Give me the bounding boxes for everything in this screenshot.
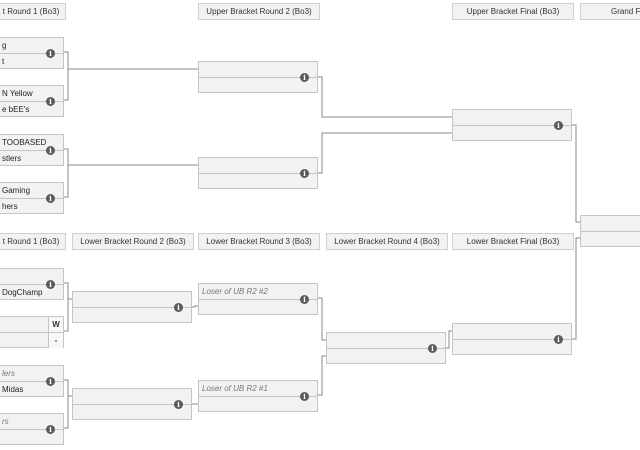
team-slot[interactable]: DogChamp [2,288,43,297]
info-icon[interactable]: i [300,392,309,401]
team-slot[interactable] [199,397,317,412]
match-ub-r1-1[interactable]: g t i [0,37,64,69]
header-lb-final: Lower Bracket Final (Bo3) [452,233,574,250]
team-slot[interactable] [453,340,571,355]
info-icon[interactable]: i [300,73,309,82]
team-slot[interactable] [453,126,571,141]
team-slot[interactable]: rs [0,414,63,430]
info-icon[interactable]: i [300,295,309,304]
match-lb-r1-4[interactable]: rs i [0,413,64,445]
team-slot[interactable] [0,317,48,333]
info-icon[interactable]: i [46,49,55,58]
team-slot[interactable] [199,158,317,174]
team-slot[interactable] [199,174,317,189]
info-icon[interactable]: i [174,400,183,409]
team-slot[interactable]: lers [0,366,63,382]
info-icon[interactable]: i [46,280,55,289]
info-icon[interactable]: i [46,97,55,106]
header-ub-round-1: t Round 1 (Bo3) [0,3,66,20]
match-lb-r4[interactable]: i [326,332,446,364]
match-ub-r2-1[interactable]: i [198,61,318,93]
match-ub-r1-4[interactable]: Gaming hers i [0,182,64,214]
team-slot[interactable] [453,110,571,126]
header-lb-round-3: Lower Bracket Round 3 (Bo3) [198,233,320,250]
match-lb-r2-1[interactable]: i [72,291,192,323]
header-lb-round-1: t Round 1 (Bo3) [0,233,66,250]
match-ub-r1-3[interactable]: TOOBASED stlers i [0,134,64,166]
team-slot[interactable] [73,292,191,308]
match-lb-r3-1[interactable]: Loser of UB R2 #2 i [198,283,318,315]
info-icon[interactable]: i [46,194,55,203]
team-slot[interactable] [0,269,63,285]
info-icon[interactable]: i [554,121,563,130]
info-icon[interactable]: i [428,344,437,353]
match-lb-final[interactable]: i [452,323,572,355]
team-slot[interactable]: TOOBASED [0,135,63,151]
team-slot[interactable] [199,62,317,78]
info-icon[interactable]: i [46,377,55,386]
info-icon[interactable]: i [174,303,183,312]
match-lb-r3-2[interactable]: Loser of UB R2 #1 i [198,380,318,412]
team-slot[interactable] [327,333,445,349]
info-icon[interactable]: i [300,169,309,178]
header-ub-round-2: Upper Bracket Round 2 (Bo3) [198,3,320,20]
team-slot[interactable] [73,405,191,420]
team-slot[interactable] [581,232,640,247]
team-slot[interactable] [581,216,640,232]
team-slot[interactable]: Midas [2,385,24,394]
header-lb-round-4: Lower Bracket Round 4 (Bo3) [326,233,448,250]
team-slot[interactable] [0,333,48,348]
team-slot[interactable] [327,349,445,364]
team-slot[interactable]: Gaming [0,183,63,199]
team-slot[interactable]: Loser of UB R2 #2 [199,284,317,300]
header-lb-round-2: Lower Bracket Round 2 (Bo3) [72,233,194,250]
team-slot[interactable]: hers [2,202,18,211]
team-slot[interactable]: stlers [2,154,22,163]
team-slot[interactable]: g [0,38,63,54]
match-lb-r1-1[interactable]: DogChamp i [0,268,64,300]
score-bottom: - [48,333,63,348]
match-lb-r1-3[interactable]: lers Midas i [0,365,64,397]
info-icon[interactable]: i [46,425,55,434]
info-icon[interactable]: i [46,146,55,155]
match-ub-r2-2[interactable]: i [198,157,318,189]
team-slot[interactable]: N Yellow [0,86,63,102]
team-slot[interactable] [73,389,191,405]
match-lb-r1-2[interactable]: W - [0,316,64,348]
team-slot[interactable] [73,308,191,323]
team-slot[interactable] [453,324,571,340]
team-slot[interactable] [199,300,317,315]
header-ub-final: Upper Bracket Final (Bo3) [452,3,574,20]
header-grand-final: Grand Fi [580,3,640,20]
team-slot[interactable] [199,78,317,93]
match-ub-final[interactable]: i [452,109,572,141]
score-top: W [48,317,63,333]
match-lb-r2-2[interactable]: i [72,388,192,420]
team-slot[interactable]: e bEE's [2,105,30,114]
info-icon[interactable]: i [554,335,563,344]
team-slot[interactable]: t [2,57,5,66]
match-ub-r1-2[interactable]: N Yellow e bEE's i [0,85,64,117]
match-grand-final[interactable] [580,215,640,247]
team-slot[interactable]: Loser of UB R2 #1 [199,381,317,397]
